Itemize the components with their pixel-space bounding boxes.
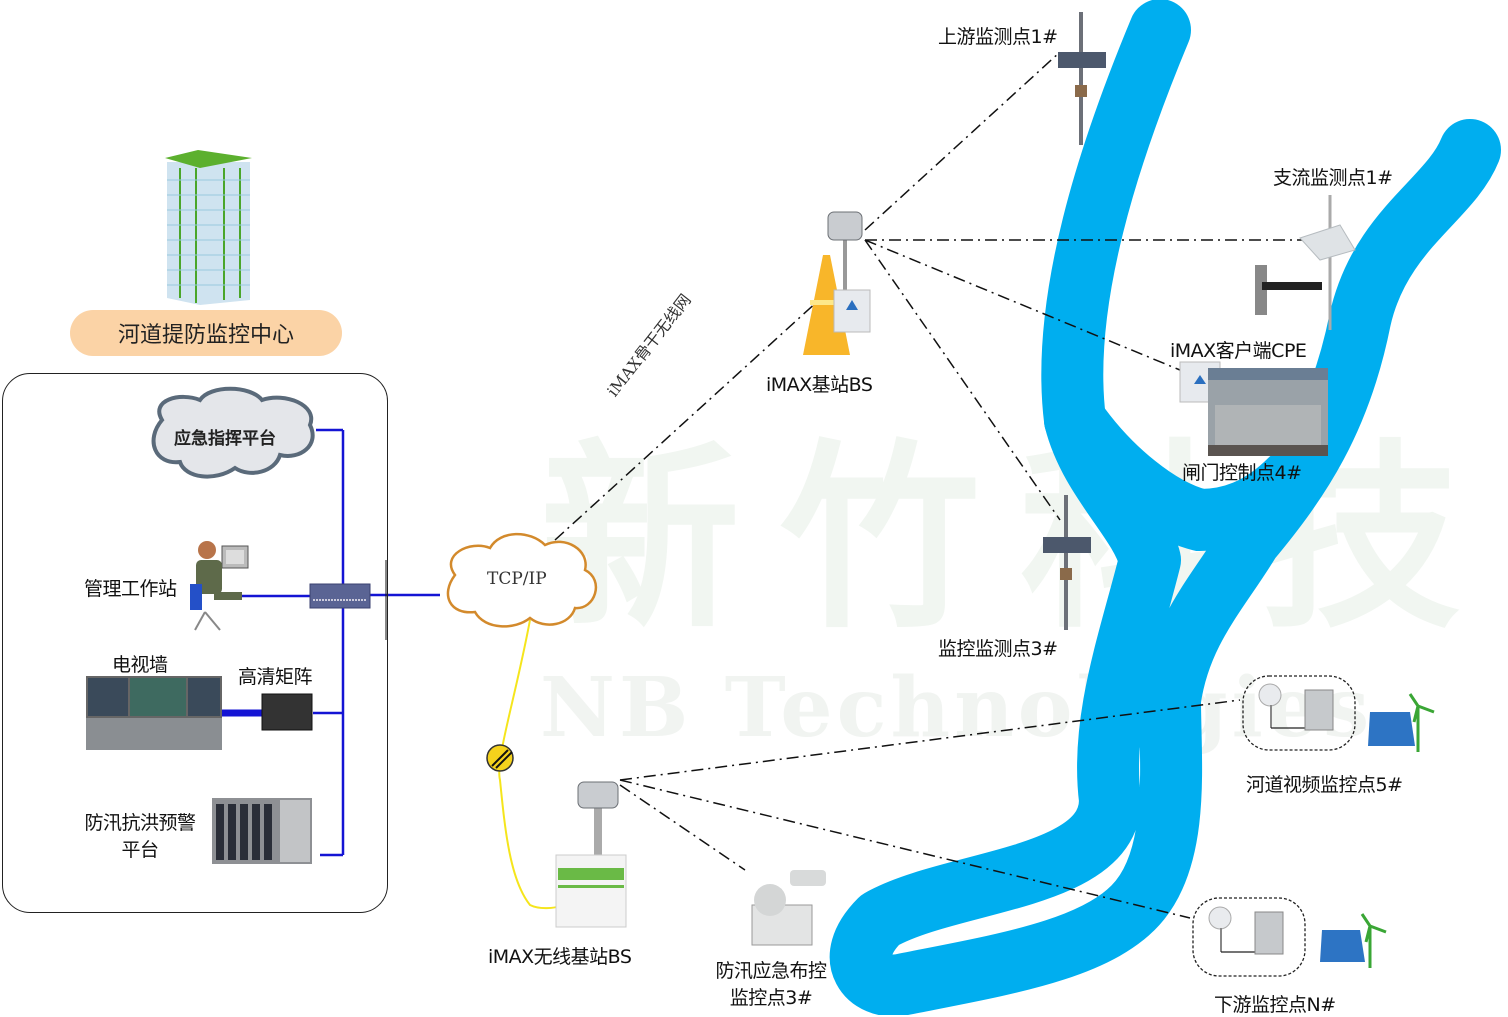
tcpip-cloud-icon	[446, 532, 597, 628]
hd-matrix-icon	[261, 693, 313, 731]
solar-wind-downN-icon	[1320, 913, 1387, 968]
up1-label: 上游监测点1#	[938, 26, 1058, 48]
solar-pole-up1-icon	[1058, 12, 1106, 145]
tcpip-label: TCP/IP	[487, 569, 547, 589]
building-base-station-icon	[555, 781, 627, 928]
fiber-line	[498, 619, 561, 910]
server-rack-icon	[212, 798, 312, 864]
emergency-camera-unit-icon	[751, 870, 826, 946]
tower-base-station-icon	[803, 211, 871, 355]
lan-lines	[240, 428, 440, 857]
flood3-label: 防汛应急布控 监控点3#	[706, 956, 836, 1010]
fiber-connector-icon	[486, 744, 514, 772]
weather-station-icon	[1255, 195, 1356, 330]
emergency-cloud-icon	[151, 386, 315, 479]
tvwall-label: 电视墙	[112, 654, 168, 676]
downN-label: 下游监控点N#	[1214, 994, 1336, 1016]
bs2-label: iMAX无线基站BS	[488, 946, 632, 968]
solar-pole-mon3-icon	[1043, 495, 1091, 630]
branch1-label: 支流监测点1#	[1273, 167, 1393, 189]
solar-wind-video5-icon	[1368, 693, 1435, 752]
flood3-line2: 监控点3#	[729, 987, 813, 1009]
gate4-label: 闸门控制点4#	[1182, 462, 1302, 484]
flood-platform-label: 防汛抗洪预警 平台	[80, 808, 200, 862]
watermark-english: NB Technologies	[540, 660, 1374, 756]
network-switch-icon	[309, 583, 371, 609]
sluice-gate-icon	[1208, 368, 1328, 456]
flood-platform-line2: 平台	[121, 839, 159, 861]
cpe-label: iMAX客户端CPE	[1170, 340, 1307, 362]
river	[829, 0, 1501, 1015]
wireless-links	[554, 51, 1320, 919]
control-center-title: 河道提防监控中心	[70, 310, 342, 356]
mon3-label: 监控监测点3#	[938, 638, 1058, 660]
matrix-label: 高清矩阵	[238, 666, 313, 688]
workstation-label: 管理工作站	[84, 578, 177, 600]
office-building-icon	[165, 150, 252, 305]
video5-label: 河道视频监控点5#	[1246, 774, 1403, 796]
flood-platform-line1: 防汛抗洪预警	[84, 812, 196, 834]
control-center-panel	[2, 373, 388, 913]
video-wall-icon	[86, 676, 222, 750]
bs1-label: iMAX基站BS	[766, 374, 873, 396]
ptz-station-video5-icon	[1242, 675, 1356, 751]
operator-workstation-icon	[190, 541, 249, 631]
ptz-station-downN-icon	[1192, 897, 1306, 977]
flood3-line1: 防汛应急布控	[715, 960, 827, 982]
cpe-logo-icon	[1194, 375, 1206, 384]
emergency-platform-label: 应急指挥平台	[174, 429, 276, 449]
